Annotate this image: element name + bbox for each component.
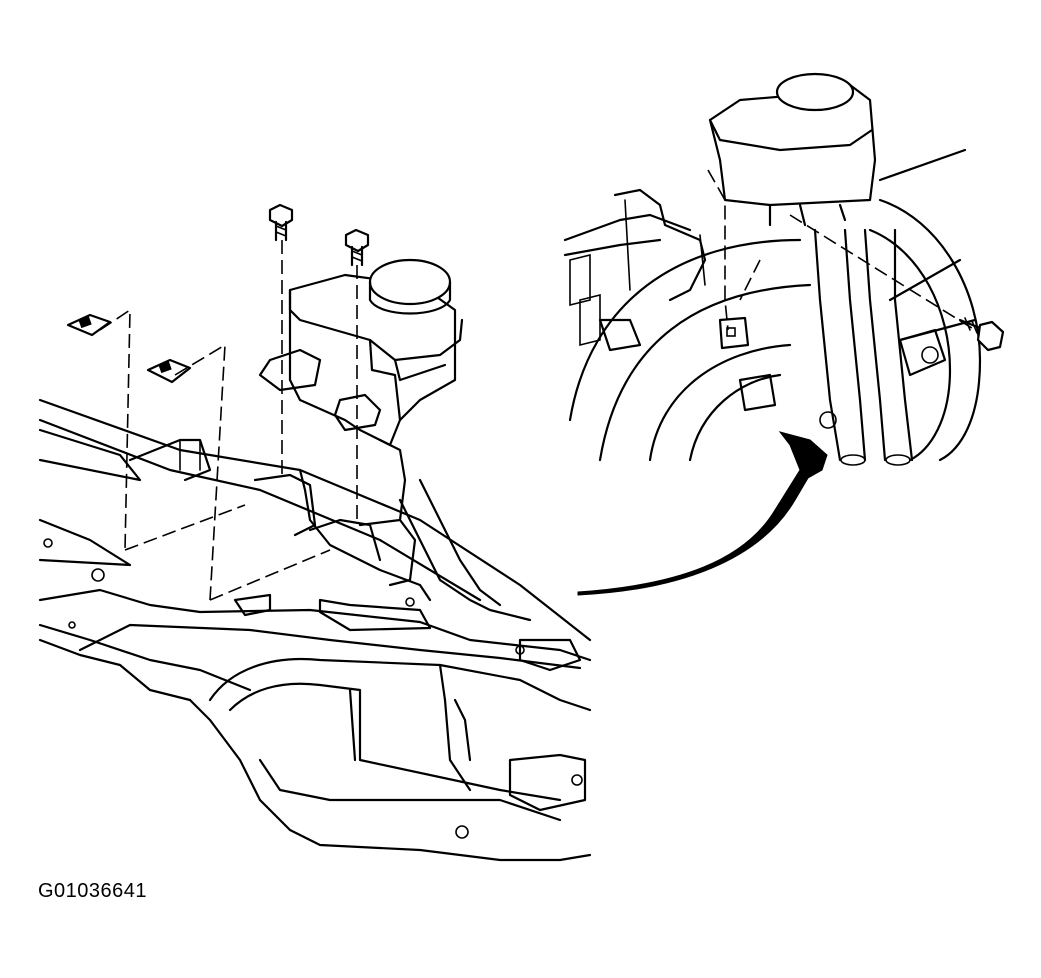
clip-nut-icon [66,313,112,337]
main-view [38,203,592,862]
reservoir-icon [258,258,464,522]
radiator-support-panel [38,398,592,839]
inset-bolt-icon [958,317,1005,352]
bolt-icon [268,203,294,242]
detail-inset-view [563,72,1005,466]
fender-well-structure [188,478,592,862]
callout-arrow-icon [577,431,828,596]
figure-id-label: G01036641 [38,880,148,902]
clip-nut-icon-2 [146,358,192,384]
leader-lines [99,240,358,601]
bolt-icon-2 [344,228,370,267]
